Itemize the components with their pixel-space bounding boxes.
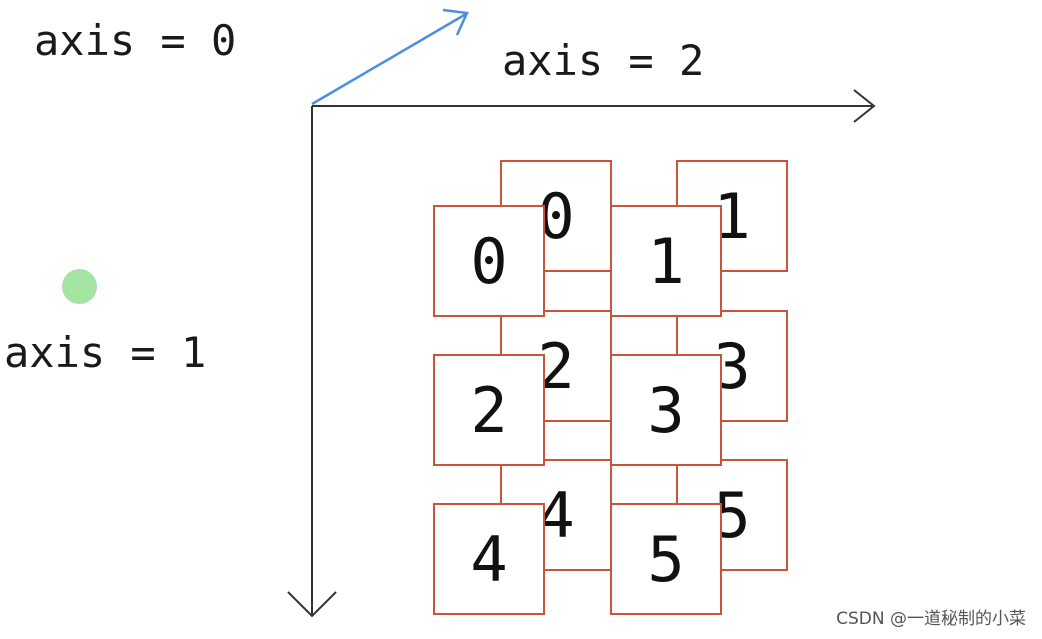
front-cell-5: 5 — [610, 503, 722, 615]
axis-0-arrowhead — [442, 8, 469, 36]
axis-0-label: axis = 0 — [34, 16, 237, 65]
axis-2-arrowhead — [853, 89, 876, 123]
cursor-dot — [62, 269, 97, 304]
front-cell-3: 3 — [610, 354, 722, 466]
front-cell-2: 2 — [433, 354, 545, 466]
watermark: CSDN @一道秘制的小菜 — [836, 609, 1026, 629]
front-cell-1: 1 — [610, 205, 722, 317]
front-cell-4: 4 — [433, 503, 545, 615]
axis-1-arrowhead — [287, 591, 337, 618]
axis-2-label: axis = 2 — [502, 36, 705, 85]
axis-1-label: axis = 1 — [4, 328, 207, 377]
front-cell-0: 0 — [433, 205, 545, 317]
axis-0-line — [311, 12, 467, 106]
